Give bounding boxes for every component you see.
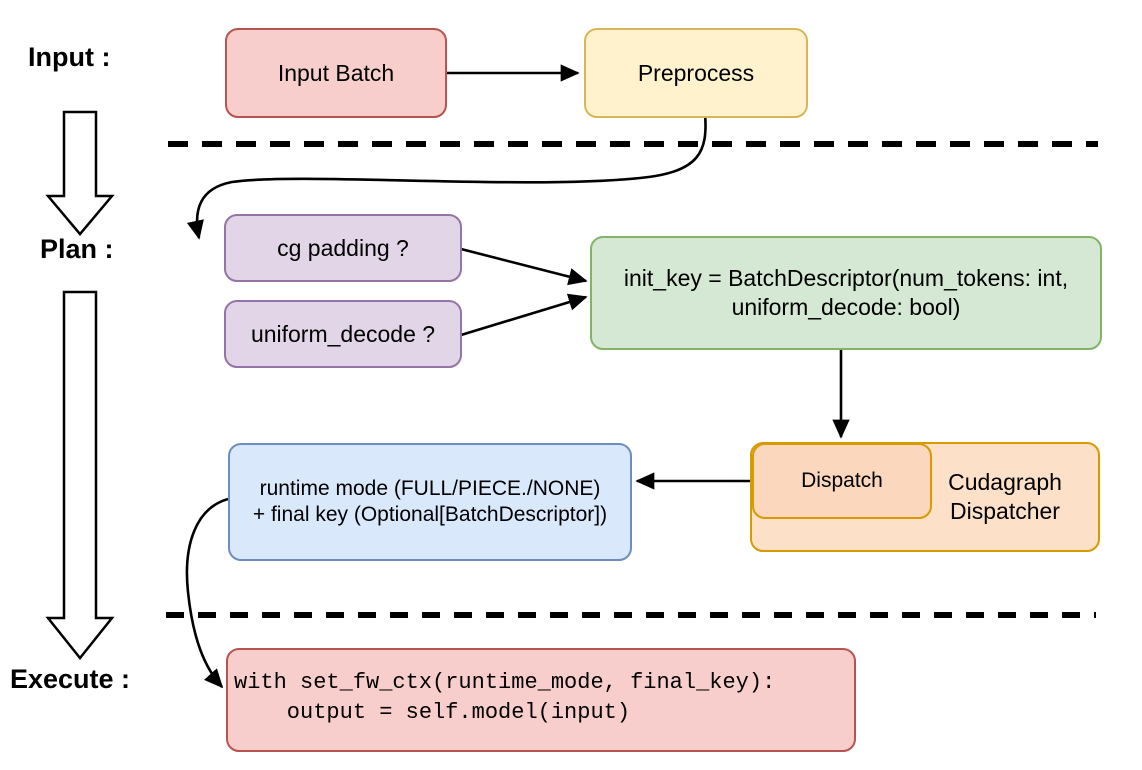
node-execute-code-line2: output = self.model(input) bbox=[234, 700, 631, 725]
node-input-batch[interactable]: Input Batch bbox=[225, 28, 447, 118]
node-preprocess[interactable]: Preprocess bbox=[584, 28, 808, 118]
flow-arrow-input-to-plan bbox=[45, 110, 115, 236]
node-input-batch-label: Input Batch bbox=[277, 59, 395, 86]
node-uniform-decode[interactable]: uniform_decode ? bbox=[224, 300, 462, 368]
node-cudagraph-dispatcher-line1: Cudagraph bbox=[948, 469, 1062, 496]
stage-label-execute: Execute : bbox=[10, 664, 131, 694]
node-init-key-line1: init_key = BatchDescriptor(num_tokens: i… bbox=[623, 265, 1069, 292]
node-dispatch[interactable]: Dispatch bbox=[752, 443, 932, 519]
node-init-key-line2: uniform_decode: bool) bbox=[731, 294, 961, 320]
node-cg-padding[interactable]: cg padding ? bbox=[224, 214, 462, 282]
node-preprocess-label: Preprocess bbox=[637, 59, 755, 86]
node-dispatch-label: Dispatch bbox=[801, 468, 883, 492]
node-init-key[interactable]: init_key = BatchDescriptor(num_tokens: i… bbox=[590, 236, 1102, 350]
node-cg-padding-label: cg padding ? bbox=[277, 234, 409, 261]
node-runtime-mode-line1: runtime mode (FULL/PIECE./NONE) bbox=[259, 476, 601, 500]
node-runtime-mode[interactable]: runtime mode (FULL/PIECE./NONE) + final … bbox=[228, 443, 632, 561]
node-execute-code-line1: with set_fw_ctx(runtime_mode, final_key)… bbox=[234, 670, 776, 696]
stage-label-input: Input : bbox=[28, 42, 111, 72]
edge-uniform-decode-to-init-key bbox=[460, 293, 588, 337]
node-uniform-decode-label: uniform_decode ? bbox=[250, 320, 436, 347]
node-cudagraph-dispatcher-line2: Dispatcher bbox=[950, 498, 1060, 524]
edge-runtime-mode-to-execute-code bbox=[185, 497, 229, 689]
edge-cg-padding-to-init-key bbox=[460, 247, 588, 286]
node-execute-code[interactable]: with set_fw_ctx(runtime_mode, final_key)… bbox=[226, 648, 856, 752]
node-runtime-mode-line2: + final key (Optional[BatchDescriptor]) bbox=[252, 503, 608, 526]
stage-label-plan: Plan : bbox=[40, 234, 114, 264]
flow-arrow-plan-to-execute bbox=[45, 290, 115, 661]
